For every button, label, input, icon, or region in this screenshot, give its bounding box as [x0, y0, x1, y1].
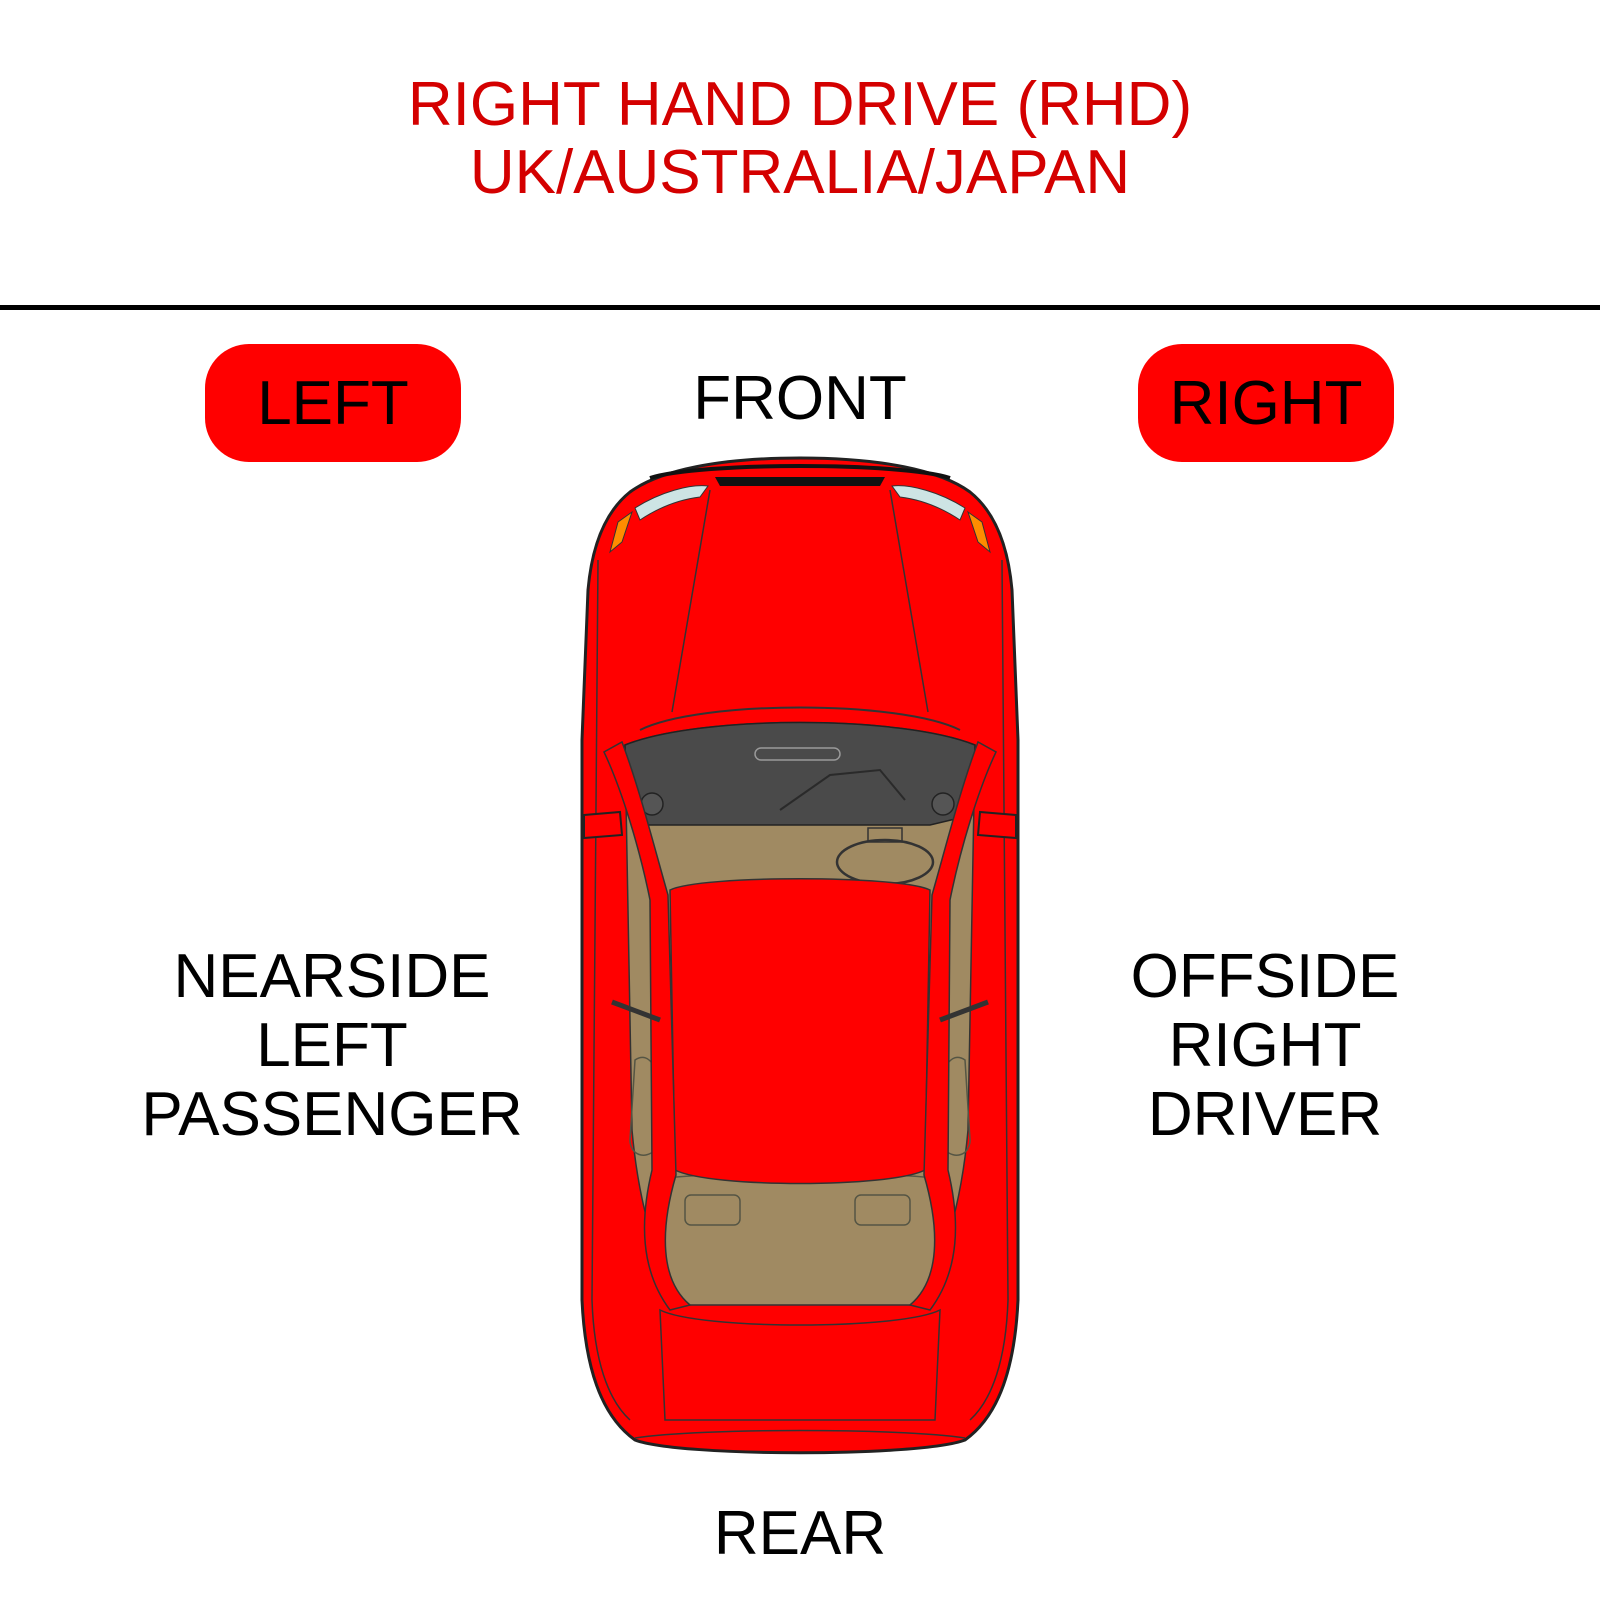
right-headlight — [891, 485, 966, 521]
right-indicator — [967, 510, 991, 554]
left-headlight — [634, 485, 709, 521]
nearside-line-3: PASSENGER — [141, 1080, 523, 1149]
left-seatbelt — [611, 999, 661, 1023]
dashboard — [624, 721, 976, 826]
bonnet-line-left — [671, 489, 711, 713]
offside-line-1: OFFSIDE — [1130, 942, 1400, 1011]
left-badge: LEFT — [205, 344, 461, 462]
right-body-trim — [969, 559, 1009, 1421]
front-grille — [715, 477, 885, 486]
right-seatbelt — [939, 999, 989, 1023]
roof — [669, 878, 931, 1185]
rear-label: REAR — [713, 1499, 887, 1568]
title-line-1: RIGHT HAND DRIVE (RHD) — [407, 70, 1193, 139]
right-mirror — [976, 810, 1017, 840]
title-line-2: UK/AUSTRALIA/JAPAN — [469, 138, 1131, 207]
dashboard-shape — [779, 768, 906, 811]
rear-bumper-line — [634, 1429, 966, 1439]
left-pillar — [603, 740, 692, 1311]
left-body-trim — [591, 559, 631, 1421]
left-mirror — [583, 810, 624, 840]
boot-lid — [659, 1308, 941, 1421]
right-pillar — [908, 740, 997, 1311]
offside-label: OFFSIDE RIGHT DRIVER — [1035, 942, 1495, 1149]
left-rear-headrest — [684, 1194, 741, 1226]
right-badge: RIGHT — [1138, 344, 1394, 462]
left-badge-label: LEFT — [257, 368, 409, 438]
right-badge-label: RIGHT — [1169, 368, 1363, 438]
nearside-label: NEARSIDE LEFT PASSENGER — [102, 942, 562, 1149]
nearside-line-1: NEARSIDE — [173, 942, 491, 1011]
offside-line-2: RIGHT — [1168, 1011, 1362, 1080]
offside-line-3: DRIVER — [1147, 1080, 1383, 1149]
front-label: FRONT — [693, 364, 907, 433]
left-indicator — [609, 510, 633, 554]
front-edge — [649, 464, 951, 480]
right-rear-headrest — [854, 1194, 911, 1226]
dashboard-vent — [754, 747, 841, 761]
divider — [0, 305, 1600, 310]
steering-column — [867, 827, 903, 843]
nearside-line-2: LEFT — [256, 1011, 408, 1080]
right-dash-knob — [931, 792, 955, 816]
bonnet-line-right — [889, 489, 929, 713]
bonnet-edge — [639, 706, 961, 731]
